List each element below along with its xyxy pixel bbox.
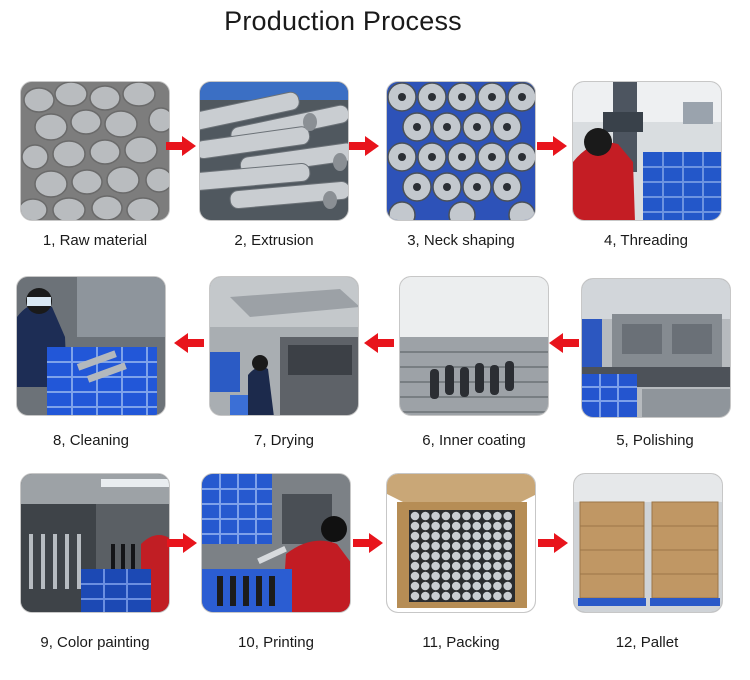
step-9-photo [20, 473, 170, 613]
step-8-photo [16, 276, 166, 416]
arrow-right-icon [166, 136, 196, 156]
step-12-photo [573, 473, 723, 613]
step-6-label: 6, Inner coating [422, 432, 526, 449]
step-10-photo [201, 473, 351, 613]
step-7-label: 7, Drying [253, 432, 315, 449]
step-5-label: 5, Polishing [616, 432, 694, 449]
arrow-left-icon [364, 333, 394, 353]
arrow-right-icon [349, 136, 379, 156]
step-11-label: 11, Packing [422, 634, 500, 651]
step-1-label: 1, Raw material [42, 232, 148, 249]
step-4-label: 4, Threading [604, 232, 688, 249]
step-10-label: 10, Printing [238, 634, 314, 651]
arrow-right-icon [353, 533, 383, 553]
step-7-photo [209, 276, 359, 416]
step-2-label: 2, Extrusion [234, 232, 314, 249]
step-12-label: 12, Pallet [615, 634, 679, 651]
step-3-photo [386, 81, 536, 221]
step-11-photo [386, 473, 536, 613]
step-8-label: 8, Cleaning [53, 432, 129, 449]
page-title: Production Process [224, 6, 462, 36]
step-5-photo [581, 278, 731, 418]
arrow-left-icon [174, 333, 204, 353]
arrow-right-icon [167, 533, 197, 553]
step-4-photo [572, 81, 722, 221]
step-3-label: 3, Neck shaping [407, 232, 515, 249]
step-1-photo [20, 81, 170, 221]
step-9-label: 9, Color painting [40, 634, 150, 651]
step-6-photo [399, 276, 549, 416]
arrow-left-icon [549, 333, 579, 353]
step-2-photo [199, 81, 349, 221]
arrow-right-icon [538, 533, 568, 553]
arrow-right-icon [537, 136, 567, 156]
